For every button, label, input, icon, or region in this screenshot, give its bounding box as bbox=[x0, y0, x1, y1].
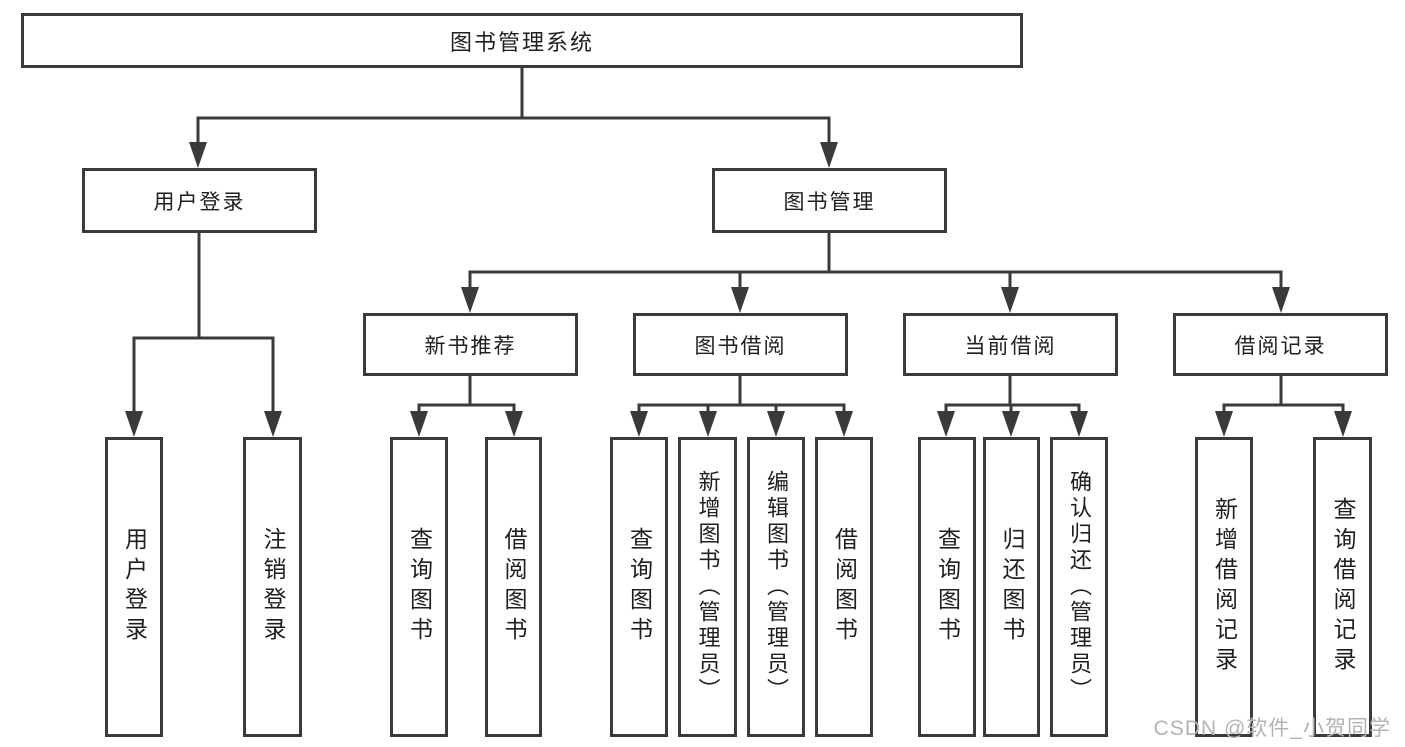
node-new-book-recommend: 新书推荐 bbox=[363, 313, 578, 376]
connector-newbookrec-to-leaves bbox=[410, 376, 523, 437]
node-current-borrowing: 当前借阅 bbox=[903, 313, 1118, 376]
node-book-management-branch: 图书管理 bbox=[712, 168, 947, 233]
leaf-newbook-borrow-books: 借阅图书 bbox=[485, 437, 542, 737]
csdn-watermark: CSDN @软件_小贺同学 bbox=[1153, 717, 1391, 740]
leaf-newbook-query-books: 查询图书 bbox=[390, 437, 448, 737]
leaf-add-borrow-record: 新增借阅记录 bbox=[1195, 437, 1253, 737]
leaf-borrow-books: 借阅图书 bbox=[815, 437, 873, 737]
connector-bookborrow-to-leaves bbox=[630, 376, 853, 437]
leaf-logout: 注销登录 bbox=[243, 437, 302, 737]
connector-userlogin-to-leaves bbox=[125, 233, 282, 437]
leaf-user-login: 用户登录 bbox=[105, 437, 163, 737]
leaf-edit-books-admin: 编辑图书（管理员） bbox=[747, 437, 805, 737]
connector-root-to-level2 bbox=[189, 68, 838, 168]
leaf-confirm-return-admin: 确认归还（管理员） bbox=[1050, 437, 1108, 737]
leaf-add-books-admin: 新增图书（管理员） bbox=[678, 437, 737, 737]
leaf-return-books: 归还图书 bbox=[983, 437, 1040, 737]
node-library-management-system: 图书管理系统 bbox=[21, 13, 1023, 68]
leaf-current-query-books: 查询图书 bbox=[918, 437, 976, 737]
node-borrowing-records: 借阅记录 bbox=[1173, 313, 1388, 376]
connector-bookmgmt-to-level3 bbox=[461, 233, 1290, 313]
leaf-borrow-query-books: 查询图书 bbox=[610, 437, 668, 737]
connector-currentborrow-to-leaves bbox=[937, 376, 1088, 437]
node-user-login-branch: 用户登录 bbox=[82, 168, 317, 233]
leaf-query-borrow-record: 查询借阅记录 bbox=[1313, 437, 1372, 737]
node-book-borrowing: 图书借阅 bbox=[633, 313, 848, 376]
connector-borrowrecord-to-leaves bbox=[1215, 376, 1352, 437]
